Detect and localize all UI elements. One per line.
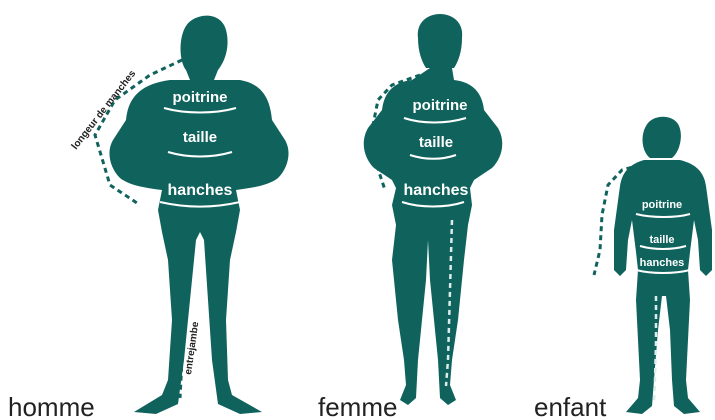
label-hanches-homme: hanches xyxy=(168,182,233,199)
caption-enfant: enfant xyxy=(534,392,607,420)
body-femme xyxy=(364,68,503,405)
label-taille-femme: taille xyxy=(419,134,453,151)
label-taille-enfant: taille xyxy=(649,234,674,246)
label-hanches-enfant: hanches xyxy=(640,257,685,269)
figure-enfant: poitrine taille hanches enfant xyxy=(534,117,712,420)
head-homme xyxy=(181,16,228,80)
label-poitrine-homme: poitrine xyxy=(173,89,228,106)
figure-homme: poitrine taille hanches longeur de manch… xyxy=(8,16,289,420)
head-femme xyxy=(418,14,462,68)
label-taille-homme: taille xyxy=(183,129,217,146)
label-poitrine-femme: poitrine xyxy=(413,97,468,114)
caption-femme: femme xyxy=(318,392,397,420)
caption-homme: homme xyxy=(8,392,95,420)
figure-femme: poitrine taille hanches femme xyxy=(318,14,502,420)
label-poitrine-enfant: poitrine xyxy=(642,199,682,211)
head-enfant xyxy=(643,117,681,158)
label-hanches-femme: hanches xyxy=(404,182,469,199)
